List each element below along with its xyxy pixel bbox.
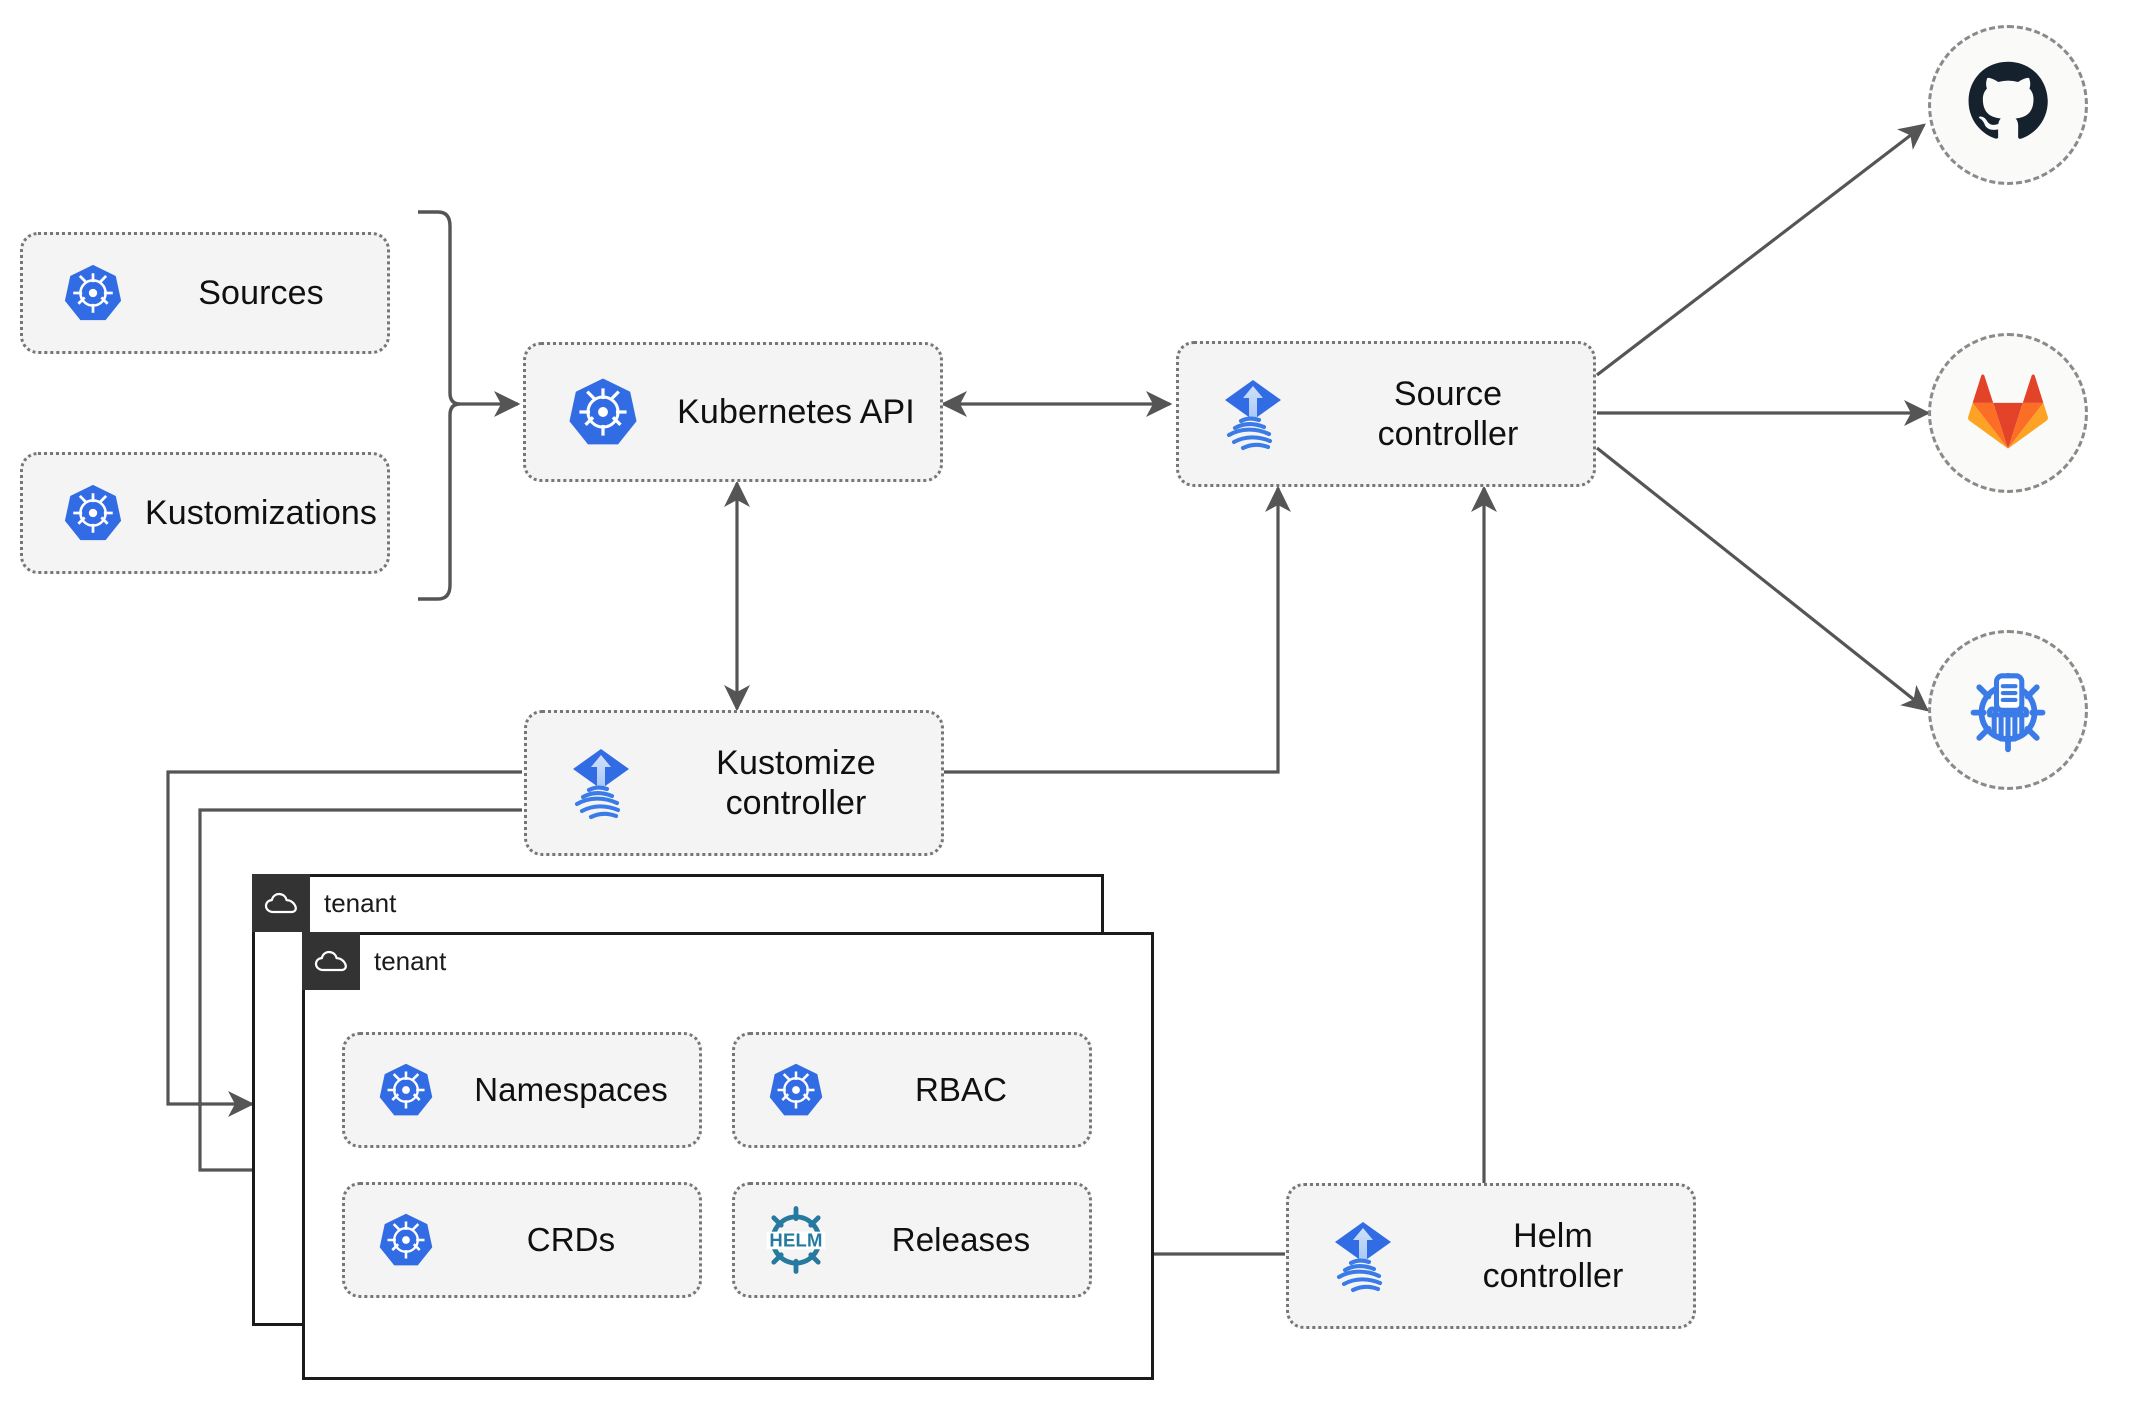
node-kustomize-controller[interactable]: Kustomize controller	[524, 710, 944, 856]
provider-github[interactable]	[1928, 25, 2088, 185]
github-icon	[1965, 60, 2051, 151]
node-source-controller[interactable]: Source controller	[1176, 341, 1596, 487]
node-helm-controller[interactable]: Helm controller	[1286, 1183, 1696, 1329]
node-releases-label: Releases	[891, 1220, 1031, 1258]
cloud-icon	[252, 874, 310, 932]
node-kubernetes-api-label: Kubernetes API	[677, 392, 915, 431]
node-source-controller-label: Source controller	[1377, 374, 1519, 453]
edge-source-helmrepo	[1596, 446, 1929, 712]
kubernetes-icon	[363, 1211, 449, 1269]
flux-icon	[1197, 374, 1309, 454]
node-kubernetes-api[interactable]: Kubernetes API	[523, 342, 943, 482]
kubernetes-icon	[45, 262, 141, 324]
cloud-icon	[302, 932, 360, 990]
gitlab-icon	[1966, 371, 2050, 456]
kubernetes-icon	[363, 1061, 449, 1119]
node-namespaces-label: Namespaces	[474, 1070, 668, 1108]
node-rbac-label: RBAC	[914, 1070, 1008, 1108]
node-crds-label: CRDs	[526, 1220, 616, 1258]
provider-gitlab[interactable]	[1928, 333, 2088, 493]
tenant-outer-tab: tenant	[252, 874, 411, 932]
edge-inputs-brace	[418, 210, 461, 601]
flux-icon	[1307, 1216, 1419, 1296]
edge-kustomize-source	[944, 485, 1291, 774]
tenant-outer-label: tenant	[310, 887, 411, 919]
node-sources[interactable]: Sources	[20, 232, 390, 354]
flux-icon	[545, 743, 657, 823]
helm-repository-icon	[1962, 662, 2054, 759]
tenant-panel-inner[interactable]: tenant	[302, 932, 1154, 1380]
kubernetes-icon	[45, 482, 141, 544]
node-releases[interactable]: HELM Releases	[732, 1182, 1092, 1298]
kubernetes-icon	[548, 375, 658, 449]
node-kustomize-controller-label: Kustomize controller	[716, 743, 876, 822]
edge-source-github	[1596, 123, 1926, 377]
kubernetes-icon	[753, 1061, 839, 1119]
provider-helm-repository[interactable]	[1928, 630, 2088, 790]
helm-icon: HELM	[753, 1203, 839, 1277]
node-kustomizations-label: Kustomizations	[145, 493, 377, 532]
node-namespaces[interactable]: Namespaces	[342, 1032, 702, 1148]
node-sources-label: Sources	[198, 273, 324, 312]
tenant-inner-tab: tenant	[302, 932, 461, 990]
node-crds[interactable]: CRDs	[342, 1182, 702, 1298]
node-kustomizations[interactable]: Kustomizations	[20, 452, 390, 574]
node-helm-controller-label: Helm controller	[1482, 1216, 1624, 1295]
tenant-inner-label: tenant	[360, 945, 461, 977]
node-rbac[interactable]: RBAC	[732, 1032, 1092, 1148]
svg-text:HELM: HELM	[769, 1229, 822, 1250]
